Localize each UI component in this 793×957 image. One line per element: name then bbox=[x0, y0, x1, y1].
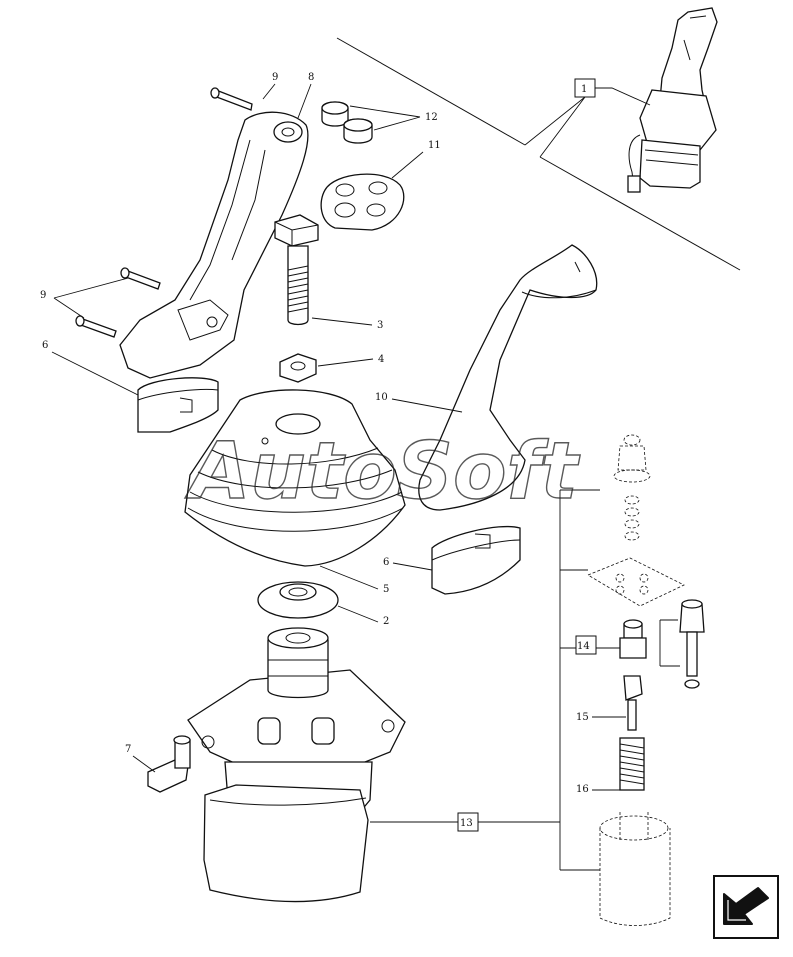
gasket-plate bbox=[587, 557, 685, 607]
block-6-right bbox=[431, 525, 521, 595]
plunger-14 bbox=[619, 619, 647, 659]
callout-9b: 9 bbox=[40, 290, 46, 301]
joystick-base-body bbox=[187, 627, 406, 903]
rubber-boot-5 bbox=[184, 389, 406, 567]
callout-14: 14 bbox=[577, 641, 590, 652]
callout-4: 4 bbox=[378, 354, 384, 365]
boundary-line bbox=[336, 37, 526, 146]
caps-12 bbox=[321, 101, 373, 144]
small-washers bbox=[624, 495, 640, 541]
callout-15: 15 bbox=[576, 712, 589, 723]
housing-cylinder bbox=[599, 812, 671, 926]
pin-9-top bbox=[210, 87, 253, 111]
callout-box-14 bbox=[575, 635, 597, 655]
spring-16 bbox=[619, 737, 645, 791]
callout-5: 5 bbox=[383, 584, 389, 595]
lever-arm-8 bbox=[119, 111, 309, 379]
callout-9a: 9 bbox=[272, 72, 278, 83]
callout-1: 1 bbox=[581, 84, 587, 95]
leader-1 bbox=[595, 87, 651, 106]
callout-16: 16 bbox=[576, 784, 589, 795]
grommet-plate-11 bbox=[320, 173, 405, 231]
callout-8: 8 bbox=[308, 72, 314, 83]
callout-11: 11 bbox=[428, 140, 441, 151]
bolt-3 bbox=[274, 214, 319, 326]
pin-15 bbox=[623, 675, 643, 731]
pin-9-left-lower bbox=[75, 315, 117, 338]
callout-6a: 6 bbox=[42, 340, 48, 351]
leader-1b bbox=[524, 96, 586, 158]
switch-7 bbox=[147, 735, 191, 793]
block-6-left bbox=[137, 377, 219, 433]
callout-3: 3 bbox=[377, 320, 383, 331]
callout-7: 7 bbox=[125, 744, 131, 755]
callout-2: 2 bbox=[383, 616, 389, 627]
plunger-top bbox=[613, 434, 651, 483]
callout-6b: 6 bbox=[383, 557, 389, 568]
callout-13: 13 bbox=[460, 818, 473, 829]
watermark-text: AutoSoft bbox=[184, 427, 580, 517]
washer-2 bbox=[257, 581, 339, 619]
joystick-assembly-complete bbox=[627, 7, 718, 193]
callout-10: 10 bbox=[375, 392, 388, 403]
pin-9-left-upper bbox=[120, 267, 161, 290]
callout-12: 12 bbox=[425, 112, 438, 123]
boundary-line bbox=[539, 156, 741, 271]
side-plunger bbox=[679, 599, 705, 689]
grip-10 bbox=[418, 244, 598, 511]
nut-4 bbox=[279, 353, 317, 383]
next-page-arrow-icon[interactable] bbox=[713, 875, 779, 939]
